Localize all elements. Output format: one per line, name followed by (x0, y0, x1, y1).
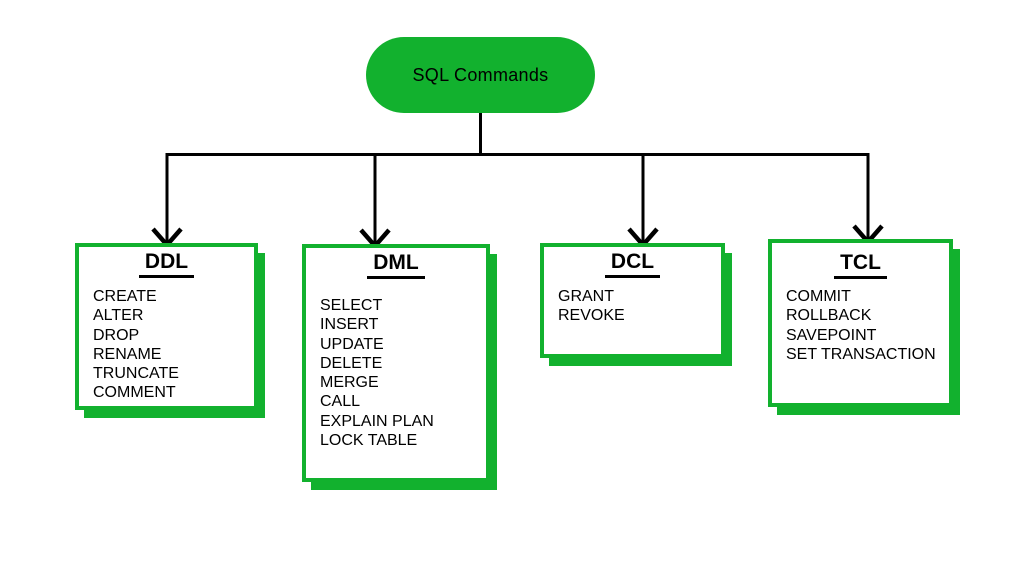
command-item: ROLLBACK (786, 307, 872, 325)
command-item: SAVEPOINT (786, 326, 877, 344)
category-title-text: DDL (138, 250, 195, 278)
command-item: MERGE (320, 374, 379, 392)
command-list-dcl: GRANT REVOKE (544, 287, 721, 326)
category-title-dcl: DCL (544, 247, 721, 278)
category-title-dml: DML (306, 248, 486, 279)
command-item: INSERT (320, 316, 379, 334)
category-title-text: DCL (604, 250, 661, 278)
command-item: GRANT (558, 288, 614, 305)
command-item: CALL (320, 393, 361, 411)
category-title-text: DML (367, 251, 425, 279)
command-item: RENAME (93, 345, 162, 363)
category-title-ddl: DDL (79, 247, 254, 278)
command-item: CREATE (93, 288, 157, 305)
command-item: REVOKE (558, 307, 625, 325)
command-item: UPDATE (320, 335, 384, 353)
command-item: COMMIT (786, 288, 851, 305)
root-node-label: SQL Commands (412, 64, 549, 85)
command-item: TRUNCATE (93, 365, 179, 383)
category-box-dcl: DCL GRANT REVOKE (540, 243, 725, 358)
command-item: COMMENT (93, 384, 176, 402)
command-item: EXPLAIN PLAN (320, 412, 434, 430)
category-title-tcl: TCL (772, 243, 949, 279)
command-item: DROP (93, 326, 140, 344)
command-item: DELETE (320, 354, 383, 372)
command-item: ALTER (93, 307, 144, 325)
command-item: SET TRANSACTION (786, 345, 936, 363)
command-item: LOCK TABLE (320, 432, 418, 450)
category-title-text: TCL (834, 251, 887, 279)
command-item: SELECT (320, 297, 383, 314)
root-node-sql-commands: SQL Commands (366, 37, 595, 113)
